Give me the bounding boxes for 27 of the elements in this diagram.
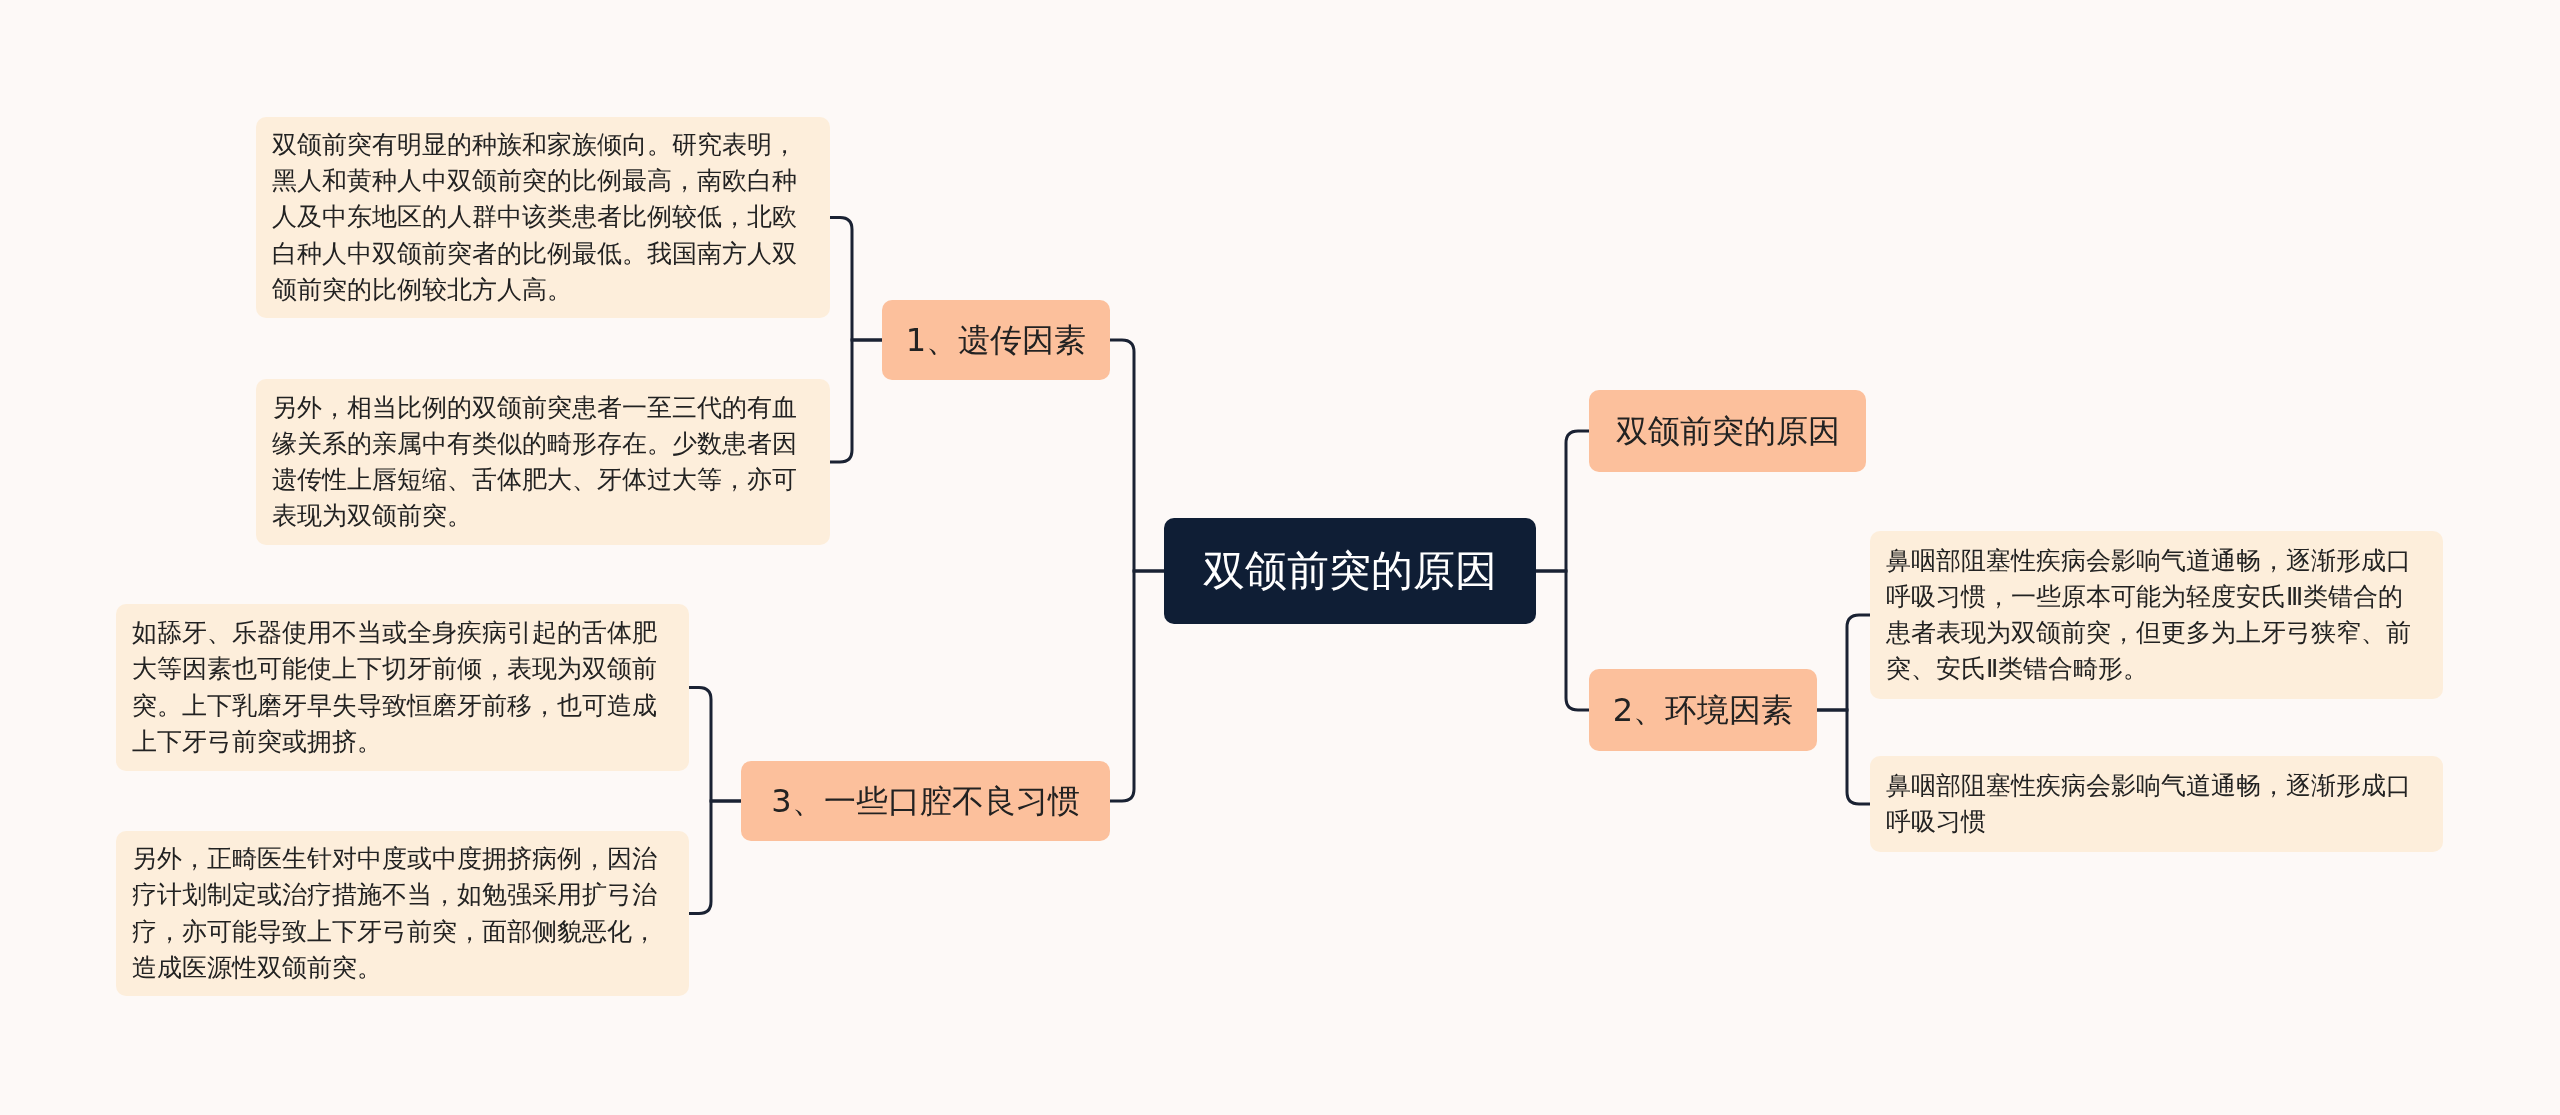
- topic-text: 双颌前突有明显的种族和家族倾向。研究表明，黑人和黄种人中双颌前突的比例最高，南欧白种人及中东地区的人群中该类患者比例较低，北欧白种人中双颌前突者的比例最低。我国南方人双颌前突的比例较北方人高。: [272, 128, 798, 306]
- branch-topic-box: [1589, 669, 1817, 751]
- note-box: [256, 117, 830, 318]
- topic-text: 双颌前突的原因: [1615, 411, 1840, 451]
- note-box: [1870, 531, 2443, 699]
- connector-line: [1110, 569, 1164, 803]
- branch-topic-box: [741, 761, 1110, 841]
- connector-line: [1536, 569, 1589, 712]
- connector-line: [830, 338, 882, 464]
- topic-text: 双颌前突的原因: [1203, 545, 1497, 597]
- note-box: [116, 831, 689, 996]
- note-box: [116, 604, 689, 771]
- note-box: [256, 379, 830, 545]
- topic-text: 另外，相当比例的双颌前突患者一至三代的有血缘关系的亲属中有类似的畸形存在。少数患者因遗传性上唇短缩、舌体肥大、牙体过大等，亦可表现为双颌前突。: [272, 391, 798, 533]
- branch-topic-box: [1589, 390, 1866, 472]
- note-box: [1870, 756, 2443, 852]
- root-topic-box: [1164, 518, 1536, 624]
- topic-text: 1、遗传因素: [905, 320, 1087, 360]
- topic-text: 2、环境因素: [1612, 690, 1794, 730]
- topic-text: 另外，正畸医生针对中度或中度拥挤病例，因治疗计划制定或治疗措施不当，如勉强采用扩弓治疗，亦可能导致上下牙弓前突，面部侧貌恶化，造成医源性双颌前突。: [132, 843, 658, 984]
- connector-line: [689, 799, 741, 915]
- topic-text: 3、一些口腔不良习惯: [771, 781, 1080, 821]
- topic-text: 鼻咽部阻塞性疾病会影响气道通畅，逐渐形成口呼吸习惯: [1886, 769, 2412, 838]
- topic-text: 如舔牙、乐器使用不当或全身疾病引起的舌体肥大等因素也可能使上下切牙前倾，表现为双颌前突。上下乳磨牙早失导致恒磨牙前移，也可造成上下牙弓前突或拥挤。: [132, 617, 658, 758]
- connector-line: [1817, 708, 1870, 806]
- branch-topic-box: [882, 300, 1110, 380]
- topic-text: 鼻咽部阻塞性疾病会影响气道通畅，逐渐形成口呼吸习惯，一些原本可能为轻度安氏Ⅲ类错合的患者表现为双颌前突，但更多为上牙弓狭窄、前突、安氏Ⅱ类错合畸形。: [1886, 544, 2412, 686]
